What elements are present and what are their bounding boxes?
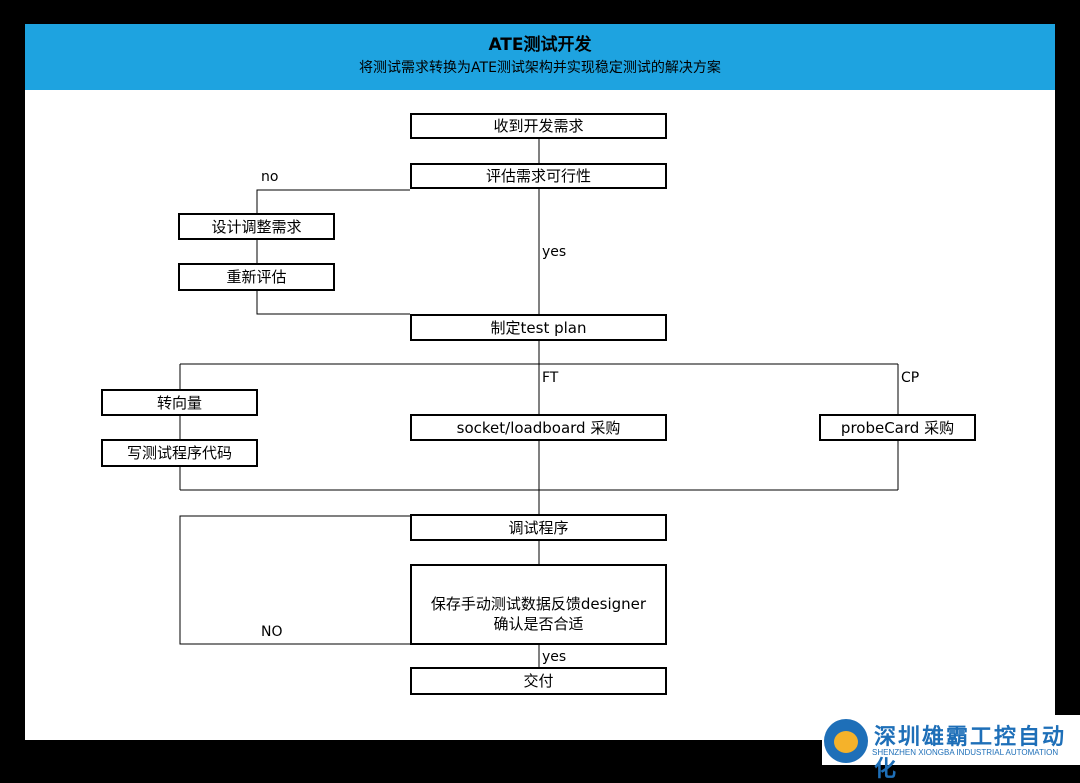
logo-mascot-icon <box>824 719 868 763</box>
node-deliver: 交付 <box>410 667 667 695</box>
node-save-feedback-line2: 确认是否合适 <box>493 614 584 633</box>
edge-label-ft: FT <box>542 370 559 386</box>
node-probecard: probeCard 采购 <box>819 414 976 441</box>
node-adjust-requirement: 设计调整需求 <box>178 213 335 240</box>
edge-label-yes-final: yes <box>542 649 567 665</box>
node-save-feedback: 保存手动测试数据反馈designer 确认是否合适 <box>410 564 667 645</box>
node-reevaluate: 重新评估 <box>178 263 335 291</box>
company-logo: 深圳雄霸工控自动化 SHENZHEN XIONGBA INDUSTRIAL AU… <box>822 715 1080 782</box>
node-evaluate-feasibility: 评估需求可行性 <box>410 163 667 189</box>
header-banner: ATE测试开发 将测试需求转换为ATE测试架构并实现稳定测试的解决方案 <box>25 24 1055 90</box>
diagram-subtitle: 将测试需求转换为ATE测试架构并实现稳定测试的解决方案 <box>359 60 721 76</box>
node-receive-requirement: 收到开发需求 <box>410 113 667 139</box>
diagram-title: ATE测试开发 <box>488 35 592 55</box>
node-write-test-code: 写测试程序代码 <box>101 439 258 467</box>
node-convert-vector: 转向量 <box>101 389 258 416</box>
edge-label-no: no <box>261 169 279 185</box>
edge-label-yes: yes <box>542 244 567 260</box>
edge-label-NO: NO <box>261 624 283 640</box>
node-debug-program: 调试程序 <box>410 514 667 541</box>
node-socket-loadboard: socket/loadboard 采购 <box>410 414 667 441</box>
diagram-canvas: ATE测试开发 将测试需求转换为ATE测试架构并实现稳定测试的解决方案 收到开发… <box>25 24 1055 740</box>
logo-en-text: SHENZHEN XIONGBA INDUSTRIAL AUTOMATION <box>872 748 1059 757</box>
node-test-plan: 制定test plan <box>410 314 667 341</box>
edge-label-cp: CP <box>901 370 920 386</box>
node-save-feedback-line1: 保存手动测试数据反馈designer <box>430 594 647 613</box>
connector-lines <box>179 138 899 667</box>
